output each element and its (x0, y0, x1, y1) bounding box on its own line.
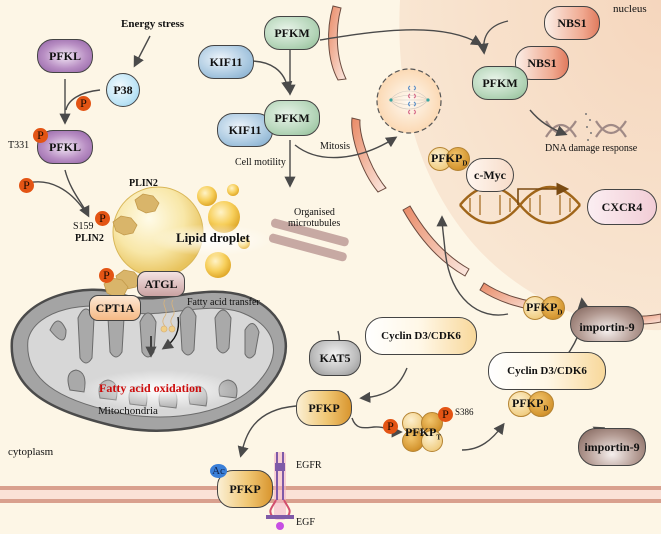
cyclin-d3-cdk6-complex-node: Cyclin D3/CDK6 (488, 352, 606, 390)
cell-motility-label: Cell motility (235, 157, 286, 168)
atgl-node: ATGL (137, 271, 185, 297)
pfkp-monomer (528, 391, 554, 417)
cpt1a-node: CPT1A (89, 295, 141, 321)
pfkp-dimer-label: PFKPD (512, 396, 548, 412)
pfkp-monomer (421, 430, 443, 452)
fatty-acid-transfer-label: Fatty acid transfer (187, 297, 260, 308)
s159-site-label: S159 (73, 221, 94, 232)
plasma-membrane (0, 486, 661, 503)
phospho-badge: P (76, 96, 91, 111)
p38-node: P38 (106, 73, 140, 107)
pfkp-membrane-node: PFKP (217, 470, 273, 508)
lipid-droplet (103, 184, 272, 298)
dimer-subscript: D (462, 159, 468, 168)
pfkp-dimer-label: PFKPD (431, 151, 467, 167)
dna-damage-response-label: DNA damage response (545, 143, 638, 154)
pfkm-nuclear-node: PFKM (472, 66, 528, 100)
pfkm-node: PFKM (264, 16, 320, 50)
dimer-subscript: D (557, 308, 563, 317)
tetramer-subscript: T (436, 433, 441, 442)
kat5-node: KAT5 (309, 340, 361, 376)
nucleus-label: nucleus (613, 3, 647, 15)
mitochondria-label: Mitochondria (98, 405, 158, 417)
organised-microtubules (268, 218, 349, 262)
kif11-node: KIF11 (198, 45, 254, 79)
phospho-badge-s159: P (95, 211, 110, 226)
cyclin-d3-cdk6-node: Cyclin D3/CDK6 (365, 317, 477, 355)
nucleus-region (399, 0, 661, 331)
cxcr4-node: CXCR4 (587, 189, 657, 225)
pfkp-label: PFKP (405, 425, 437, 439)
microtubules-label: microtubules (288, 218, 341, 229)
s386-site-label: S386 (455, 407, 474, 417)
pfkp-node: PFKP (296, 390, 352, 426)
dimer-subscript: D (543, 404, 549, 413)
pfkp-monomer (541, 296, 565, 320)
pfkp-tetramer-label: PFKPT (405, 425, 441, 441)
pfkp-dimer-label: PFKPD (526, 300, 562, 316)
cytoplasm-label: cytoplasm (8, 446, 54, 458)
egf-label: EGF (296, 517, 315, 528)
acetyl-badge: Ac (210, 464, 227, 478)
nbs1-node: NBS1 (544, 6, 600, 40)
plin2-side-label: PLIN2 (75, 233, 104, 244)
energy-stress-label: Energy stress (121, 18, 185, 30)
pfkl-node: PFKL (37, 39, 93, 73)
fatty-acid-molecules (160, 299, 176, 333)
plin2-top-label: PLIN2 (129, 178, 158, 189)
t331-site-label: T331 (8, 140, 30, 151)
importin-9-nuclear-node: importin-9 (570, 306, 644, 342)
organised-label: Organised (294, 207, 335, 218)
egfr-receptor (266, 452, 294, 530)
phospho-badge: P (99, 268, 114, 283)
pfkp-label: PFKP (512, 396, 544, 410)
phospho-badge-t331: P (33, 128, 48, 143)
phospho-badge: P (383, 419, 398, 434)
pfkp-monomer (446, 147, 470, 171)
pfkp-label: PFKP (526, 300, 558, 314)
importin-9-node: importin-9 (578, 428, 646, 466)
pfkp-label: PFKP (431, 151, 463, 165)
mitotic-cell (376, 68, 442, 134)
mitosis-label: Mitosis (320, 141, 351, 152)
egfr-label: EGFR (296, 460, 322, 471)
lipid-droplet-label: Lipid droplet (176, 230, 250, 245)
c-myc-node: c-Myc (466, 158, 514, 192)
mitochondrion (10, 288, 287, 432)
fatty-acid-oxidation-label: Fatty acid oxidation (99, 381, 202, 395)
phospho-badge: P (19, 178, 34, 193)
nbs1-complex-node: NBS1 (515, 46, 569, 80)
pfkm-complex-node: PFKM (264, 100, 320, 136)
phospho-badge-s386: P (438, 407, 453, 422)
